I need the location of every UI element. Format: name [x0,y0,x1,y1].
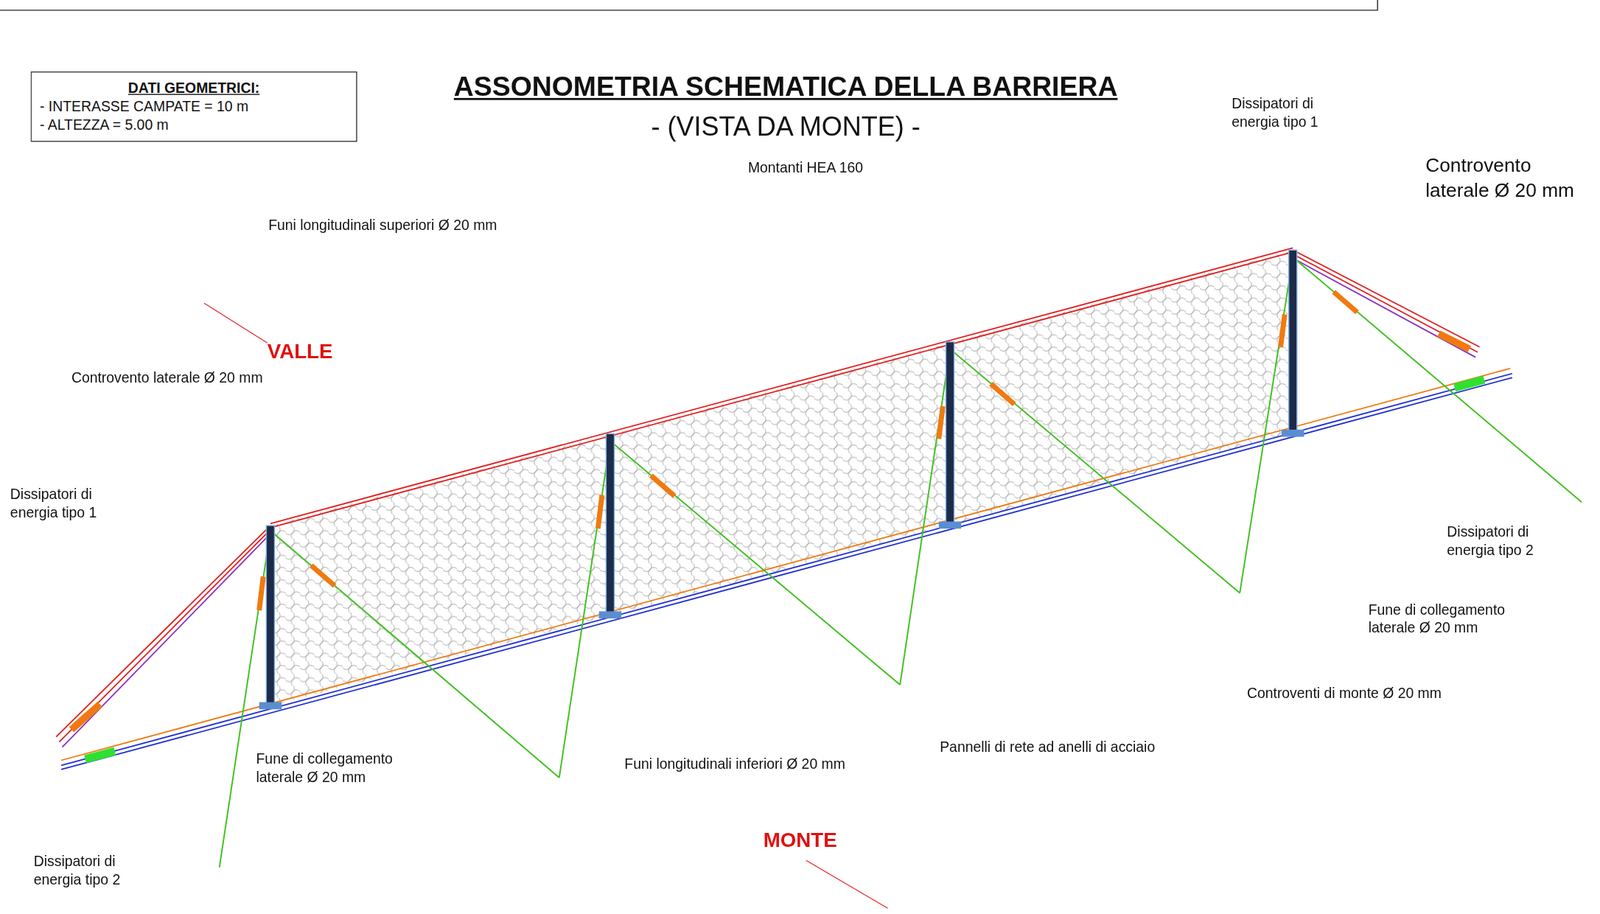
box-line: - ALTEZZA = 5.00 m [39,115,348,135]
part-label: Dissipatori di energia tipo 2 [33,851,136,889]
part-label: Dissipatori di energia tipo 1 [1231,93,1334,131]
diagram-title: ASSONOMETRIA SCHEMATICA DELLA BARRIERA [453,69,1119,106]
part-label: Controvento laterale Ø 20 mm [1425,153,1594,204]
part-label: Funi longitudinali inferiori Ø 20 mm [624,753,846,773]
part-label: Controvento laterale Ø 20 mm [71,368,264,387]
side-label: MONTE [763,826,838,854]
part-label: Dissipatori di energia tipo 1 [10,484,113,522]
part-label: Montanti HEA 160 [748,158,864,177]
box-heading: DATI GEOMETRICI: [39,78,348,98]
data-box: DATI GEOMETRICI:- INTERASSE CAMPATE = 10… [30,71,358,142]
box-line: - INTERASSE CAMPATE = 10 m [39,97,348,116]
part-label: Pannelli di rete ad anelli di acciaio [939,737,1155,757]
part-label: Funi longitudinali superiori Ø 20 mm [268,215,497,234]
part-label: Fune di collegamento laterale Ø 20 mm [1368,599,1522,637]
part-label: Dissipatori di energia tipo 2 [1446,522,1549,560]
part-label: Controventi di monte Ø 20 mm [1246,683,1442,703]
part-label: Fune di collegamento laterale Ø 20 mm [256,748,410,786]
side-label: VALLE [267,337,334,365]
view-subtitle: - (VISTA DA MONTE) - [650,110,920,146]
